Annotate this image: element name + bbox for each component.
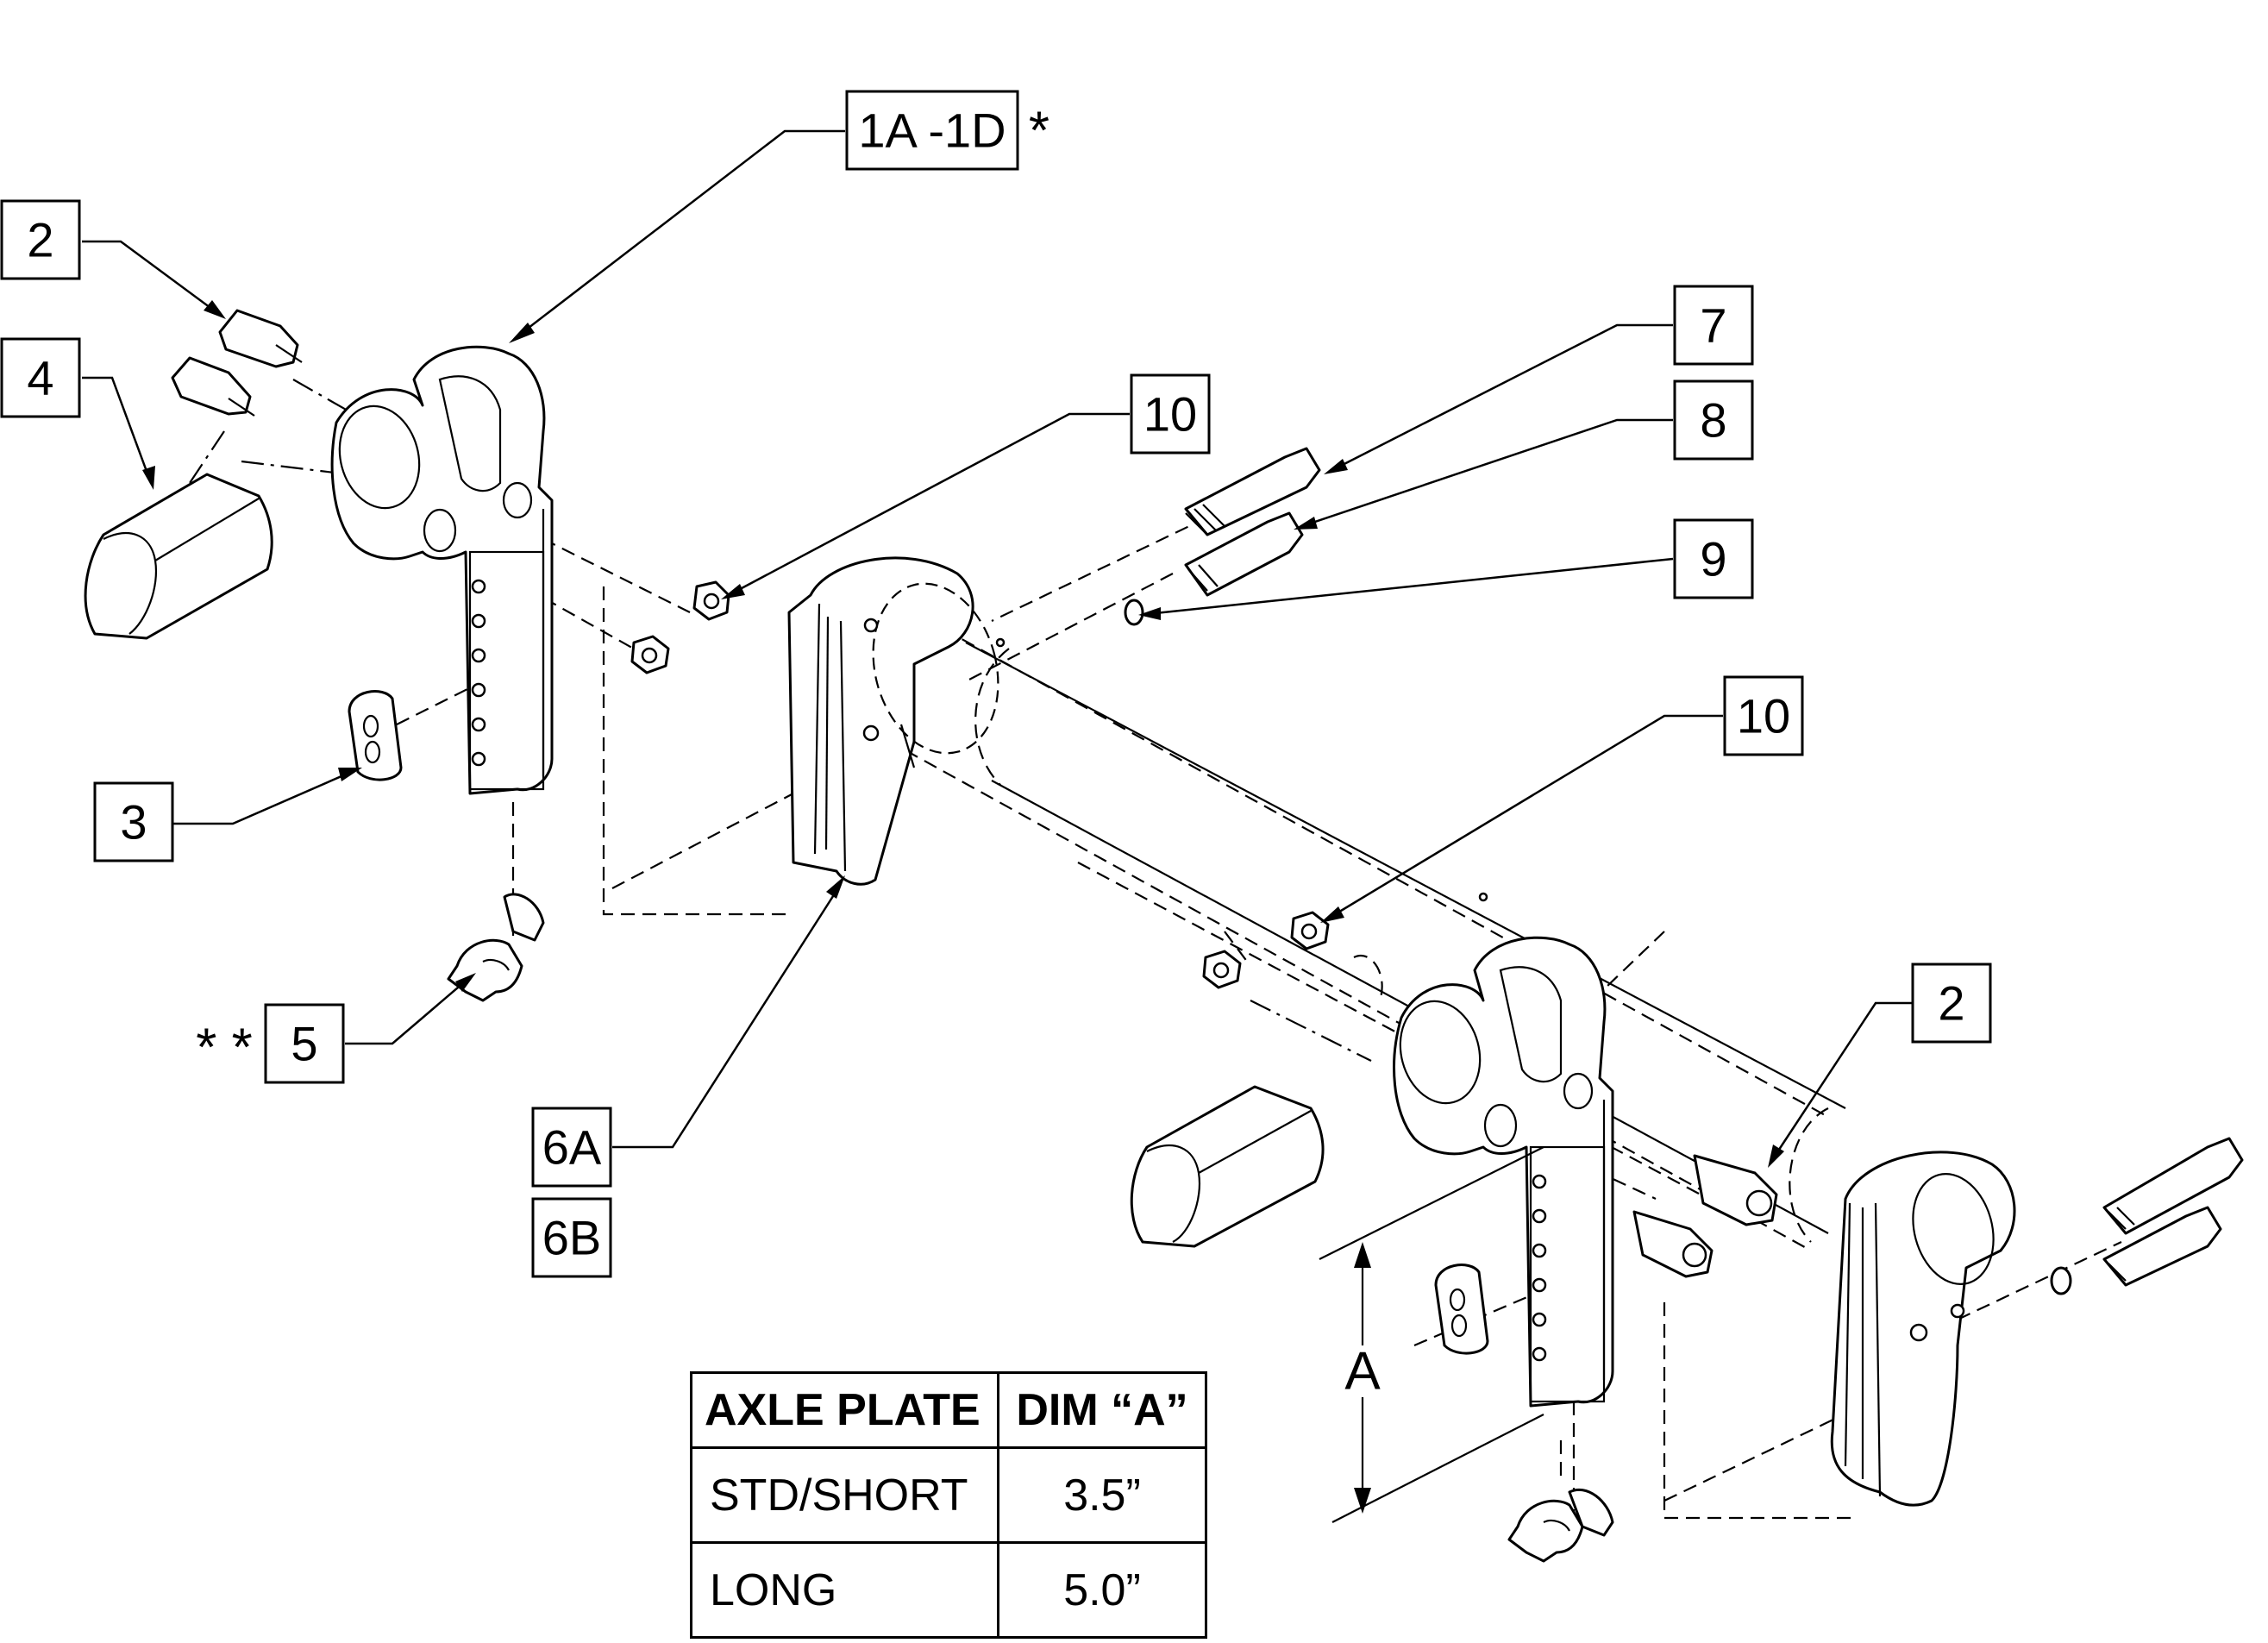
svg-text:2: 2	[1938, 976, 1964, 1031]
table-cell-plate: STD/SHORT	[690, 1446, 999, 1544]
asterisk-single: *	[1029, 102, 1049, 161]
svg-text:3: 3	[120, 795, 147, 850]
asterisk-double: * *	[196, 1019, 252, 1078]
svg-text:8: 8	[1700, 393, 1726, 448]
screws-upper	[171, 309, 303, 417]
svg-text:2: 2	[27, 213, 53, 267]
sleeve-lower	[1130, 1085, 1325, 1248]
callout-9: 9	[1673, 518, 1754, 599]
svg-text:10: 10	[1737, 689, 1790, 743]
table-row: STD/SHORT 3.5”	[690, 1446, 1207, 1544]
svg-text:10: 10	[1143, 387, 1197, 442]
axle-tube	[965, 637, 1846, 1243]
svg-text:9: 9	[1700, 532, 1726, 586]
callout-8: 8	[1673, 379, 1754, 461]
callout-3: 3	[93, 781, 174, 862]
clip-lower	[1507, 1489, 1614, 1563]
axle-plate-center	[787, 556, 999, 886]
table-cell-plate: LONG	[690, 1541, 999, 1639]
dimension-a: A	[1319, 1146, 1544, 1523]
svg-text:7: 7	[1700, 298, 1726, 353]
callout-10-lower: 10	[1723, 675, 1804, 756]
svg-text:5: 5	[291, 1017, 317, 1071]
callout-1a-1d-label: 1A -1D	[858, 103, 1006, 158]
slot-washer-upper	[348, 690, 403, 781]
svg-text:4: 4	[27, 351, 53, 405]
nuts-upper	[630, 580, 730, 674]
callout-1a-1d: 1A -1D *	[845, 90, 1049, 171]
svg-text:6B: 6B	[542, 1211, 602, 1265]
screws-lower	[1632, 1154, 1778, 1278]
leader-lines	[82, 129, 1929, 1168]
bolts-lower-right	[2050, 1137, 2244, 1295]
table-row: LONG 5.0”	[690, 1541, 1207, 1639]
callout-2-right: 2	[1911, 963, 1992, 1044]
long-bolts	[1184, 447, 1321, 597]
axle-plate-dimension-table: AXLE PLATE DIM “A” STD/SHORT 3.5” LONG 5…	[690, 1371, 1207, 1639]
callout-6b: 6B	[531, 1197, 612, 1278]
callout-2-left: 2	[0, 199, 81, 280]
dimension-a-label: A	[1344, 1342, 1381, 1402]
nuts-lower	[1202, 911, 1383, 1001]
washer-9	[1124, 599, 1144, 626]
lower-clamp	[1393, 936, 1614, 1408]
callout-10-upper: 10	[1130, 373, 1211, 455]
table-cell-dim: 5.0”	[997, 1541, 1207, 1639]
table-header-dim-a: DIM “A”	[997, 1371, 1207, 1449]
slot-washer-lower	[1434, 1264, 1489, 1355]
callout-5: * * 5	[196, 1003, 345, 1084]
table-cell-dim: 3.5”	[997, 1446, 1207, 1544]
axle-plate-lower	[1830, 1151, 2016, 1507]
upper-clamp	[330, 345, 554, 795]
callout-4: 4	[0, 337, 81, 418]
callout-7: 7	[1673, 285, 1754, 366]
table-header-axle-plate: AXLE PLATE	[690, 1371, 999, 1449]
svg-text:6A: 6A	[542, 1120, 602, 1175]
sleeve-upper	[84, 473, 273, 640]
table-header-row: AXLE PLATE DIM “A”	[690, 1371, 1207, 1449]
callout-6a: 6A	[531, 1107, 612, 1188]
